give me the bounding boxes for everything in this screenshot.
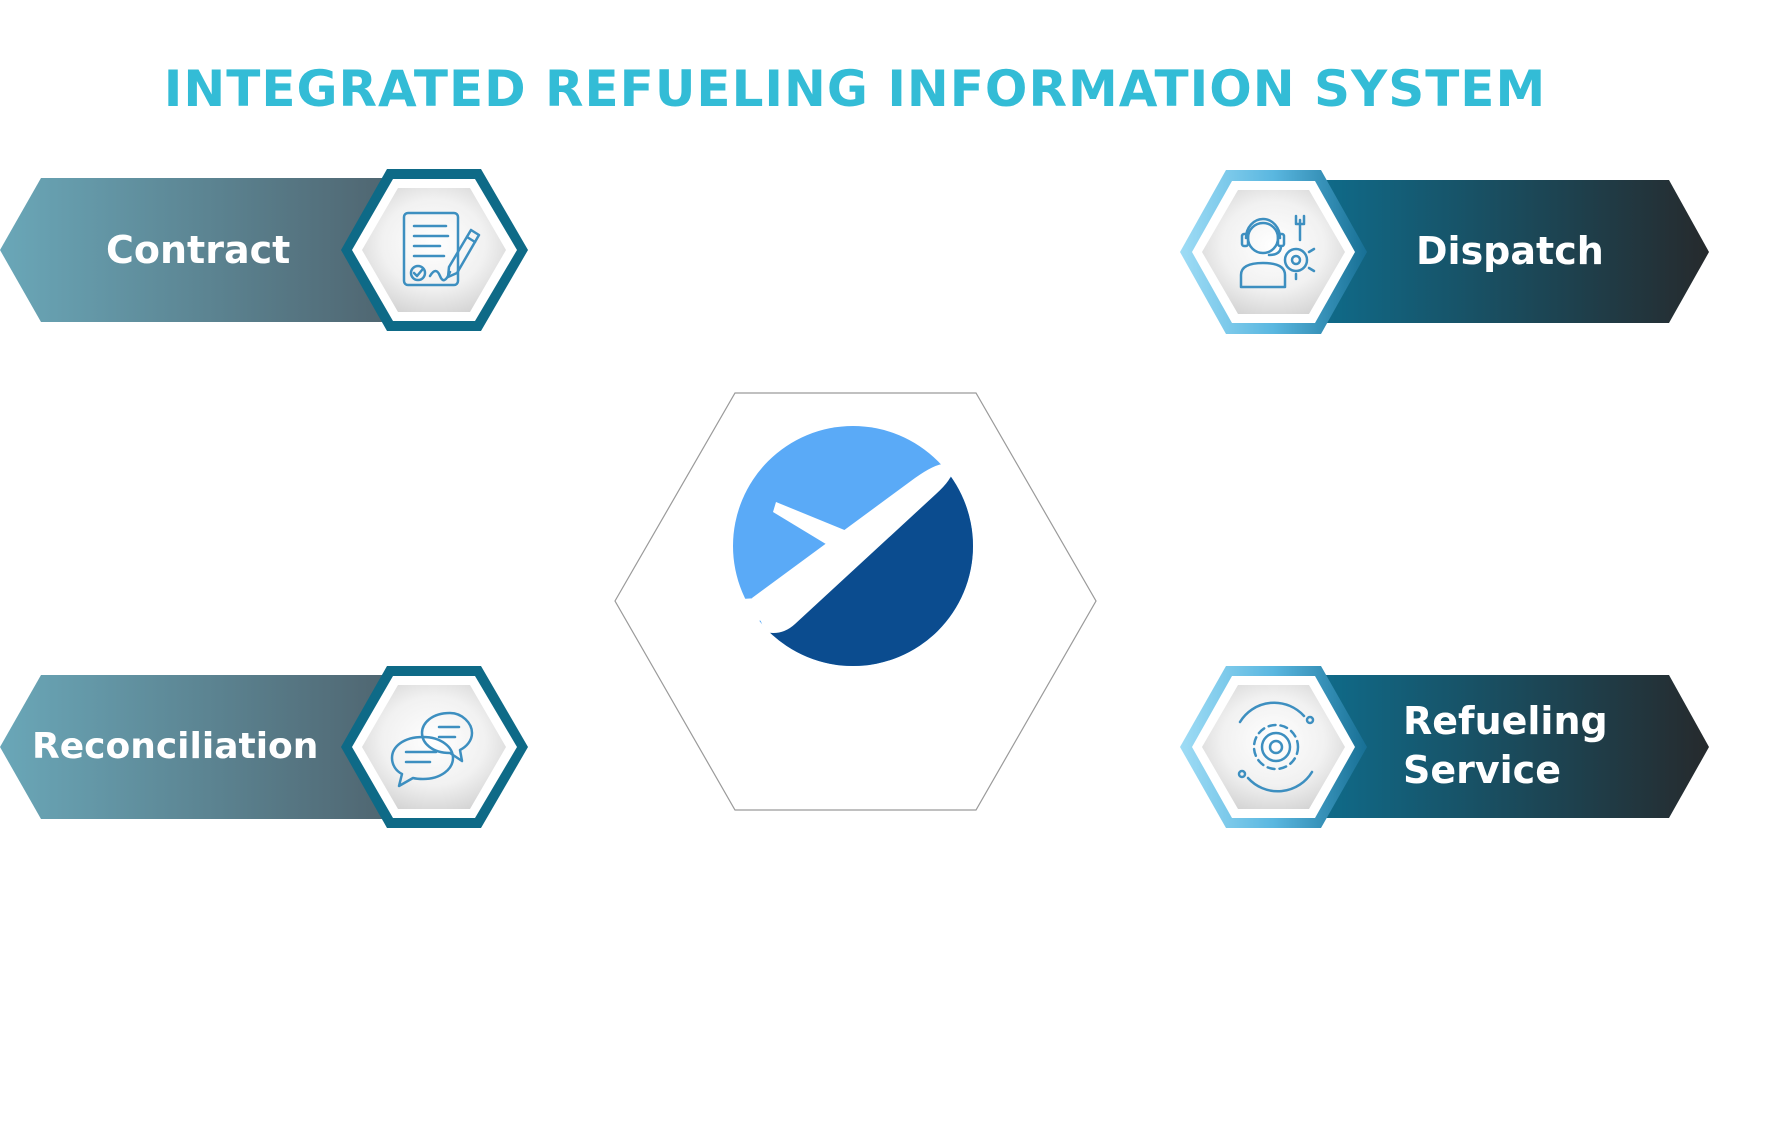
reconciliation-arrow-band: [0, 675, 392, 819]
module-reconciliation: [0, 666, 528, 828]
refueling-service-label-line1: Refueling: [1403, 699, 1608, 743]
contract-hex-inner: [362, 188, 506, 312]
center-hub: [614, 392, 1097, 811]
contract-document-icon: [402, 211, 481, 287]
dispatch-label: Dispatch: [1416, 229, 1604, 273]
contract-arrow-band: [0, 178, 392, 322]
reconciliation-hex-inner: [362, 685, 506, 809]
chat-bubbles-icon: [390, 711, 474, 788]
refueling-service-label-line2: Service: [1403, 748, 1561, 792]
reconciliation-label: Reconciliation: [32, 726, 319, 767]
dispatcher-headset-icon: [1239, 214, 1316, 289]
contract-label: Contract: [106, 228, 291, 272]
module-contract: [0, 169, 528, 331]
module-refueling-service: [1180, 666, 1709, 828]
dispatch-arrow-band: [1320, 180, 1709, 323]
page-title: INTEGRATED REFUELING INFORMATION SYSTEM: [163, 60, 1547, 118]
dispatch-hex-inner: [1202, 190, 1345, 314]
airplane-logo-icon: [733, 426, 973, 666]
gear-service-icon: [1237, 701, 1315, 793]
module-dispatch: [1180, 170, 1709, 334]
refueling-arrow-band: [1320, 675, 1709, 818]
